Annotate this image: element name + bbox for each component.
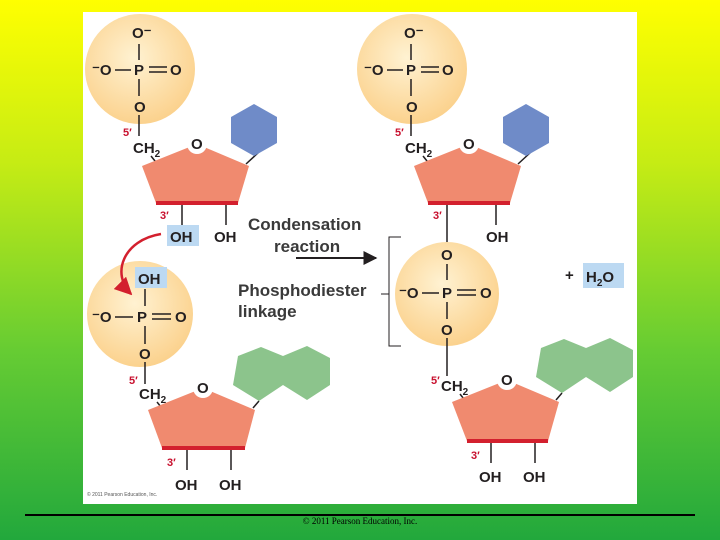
linkage-bracket xyxy=(388,236,401,347)
atom-oh-2prime: OH xyxy=(219,477,242,494)
atom-p: P xyxy=(137,309,147,326)
atom-o: O xyxy=(441,247,453,264)
footer-rule xyxy=(25,514,695,516)
atom-oh-2prime: OH xyxy=(486,229,509,246)
label-3-prime: 3′ xyxy=(433,210,442,222)
atom-o-minus: O⁻ xyxy=(132,25,152,42)
atom-minus-o: ⁻O xyxy=(399,285,419,302)
label-3-prime: 3′ xyxy=(167,457,176,469)
atom-o: O xyxy=(480,285,492,302)
purine-base-six-ring xyxy=(586,338,633,392)
atom-oh-3prime: OH xyxy=(175,477,198,494)
atom-minus-o: ⁻O xyxy=(92,62,112,79)
label-5-prime: 5′ xyxy=(123,127,132,139)
purine-base-five-ring xyxy=(536,339,586,393)
oh-highlight xyxy=(167,225,199,246)
plus-sign: + xyxy=(565,267,574,284)
atom-oh-3prime: OH xyxy=(170,229,193,246)
water-highlight xyxy=(583,263,624,288)
purine-base-six-ring xyxy=(283,346,330,400)
atom-o: O xyxy=(139,346,151,363)
atom-oh-2prime: OH xyxy=(214,229,237,246)
water-molecule: H2O xyxy=(586,269,614,289)
label-5-prime: 5′ xyxy=(395,127,404,139)
atom-o: O xyxy=(134,99,146,116)
atom-oh-2prime: OH xyxy=(523,469,546,486)
diagram-panel: O⁻ ⁻O P O O 5′ CH2 O 3′ OH OH OH ⁻O P xyxy=(83,12,637,504)
oh-highlight xyxy=(135,267,167,288)
atom-p: P xyxy=(134,62,144,79)
atom-oh: OH xyxy=(138,271,161,288)
atom-p: P xyxy=(406,62,416,79)
atom-o: O xyxy=(441,322,453,339)
atom-o: O xyxy=(170,62,182,79)
phosphate-circle xyxy=(395,242,499,346)
nucleotide-top-left: O⁻ ⁻O P O O 5′ CH2 O 3′ OH OH xyxy=(85,14,277,246)
atom-ch2: CH2 xyxy=(139,386,167,406)
dehydration-diagram: O⁻ ⁻O P O O 5′ CH2 O 3′ OH OH OH ⁻O P xyxy=(85,14,633,498)
red-curved-arrow xyxy=(113,232,162,296)
sugar-ring xyxy=(142,144,249,203)
atom-ring-o: O xyxy=(191,136,203,153)
nucleotide-bottom-left: OH ⁻O P O O 5′ CH2 O 3′ OH OH xyxy=(87,261,330,494)
copyright-small: © 2011 Pearson Education, Inc. xyxy=(87,491,157,498)
atom-ring-o: O xyxy=(501,372,513,389)
footer-copyright: © 2011 Pearson Education, Inc. xyxy=(302,516,418,526)
purine-base-five-ring xyxy=(233,347,283,401)
atom-ring-o: O xyxy=(197,380,209,397)
phosphate-circle xyxy=(85,14,195,124)
atom-ring-o: O xyxy=(463,136,475,153)
phosphodiester-phosphate: O ⁻O P O O xyxy=(395,242,499,376)
label-5-prime: 5′ xyxy=(129,375,138,387)
atom-ch2: CH2 xyxy=(405,140,433,160)
atom-p: P xyxy=(442,285,452,302)
atom-o: O xyxy=(175,309,187,326)
label-3-prime: 3′ xyxy=(471,450,480,462)
sugar-ring xyxy=(452,380,559,441)
atom-o: O xyxy=(406,99,418,116)
atom-o-minus: O⁻ xyxy=(404,25,424,42)
nucleotide-bottom-right: 5′ CH2 O 3′ OH OH xyxy=(431,338,633,486)
pyrimidine-base xyxy=(503,104,549,156)
atom-minus-o: ⁻O xyxy=(92,309,112,326)
label-reaction: reaction xyxy=(274,237,340,256)
sugar-ring xyxy=(414,144,521,203)
sugar-ring xyxy=(148,388,255,448)
atom-minus-o: ⁻O xyxy=(364,62,384,79)
label-5-prime: 5′ xyxy=(431,375,440,387)
label-condensation: Condensation xyxy=(248,215,361,234)
atom-o: O xyxy=(442,62,454,79)
atom-ch2: CH2 xyxy=(133,140,161,160)
label-3-prime: 3′ xyxy=(160,210,169,222)
nucleotide-top-right: O⁻ ⁻O P O O 5′ CH2 O 3′ OH xyxy=(357,14,549,248)
label-phosphodiester: Phosphodiester xyxy=(238,281,367,300)
label-linkage: linkage xyxy=(238,302,297,321)
pyrimidine-base xyxy=(231,104,277,156)
phosphate-circle xyxy=(357,14,467,124)
atom-oh-3prime: OH xyxy=(479,469,502,486)
atom-ch2: CH2 xyxy=(441,378,469,398)
